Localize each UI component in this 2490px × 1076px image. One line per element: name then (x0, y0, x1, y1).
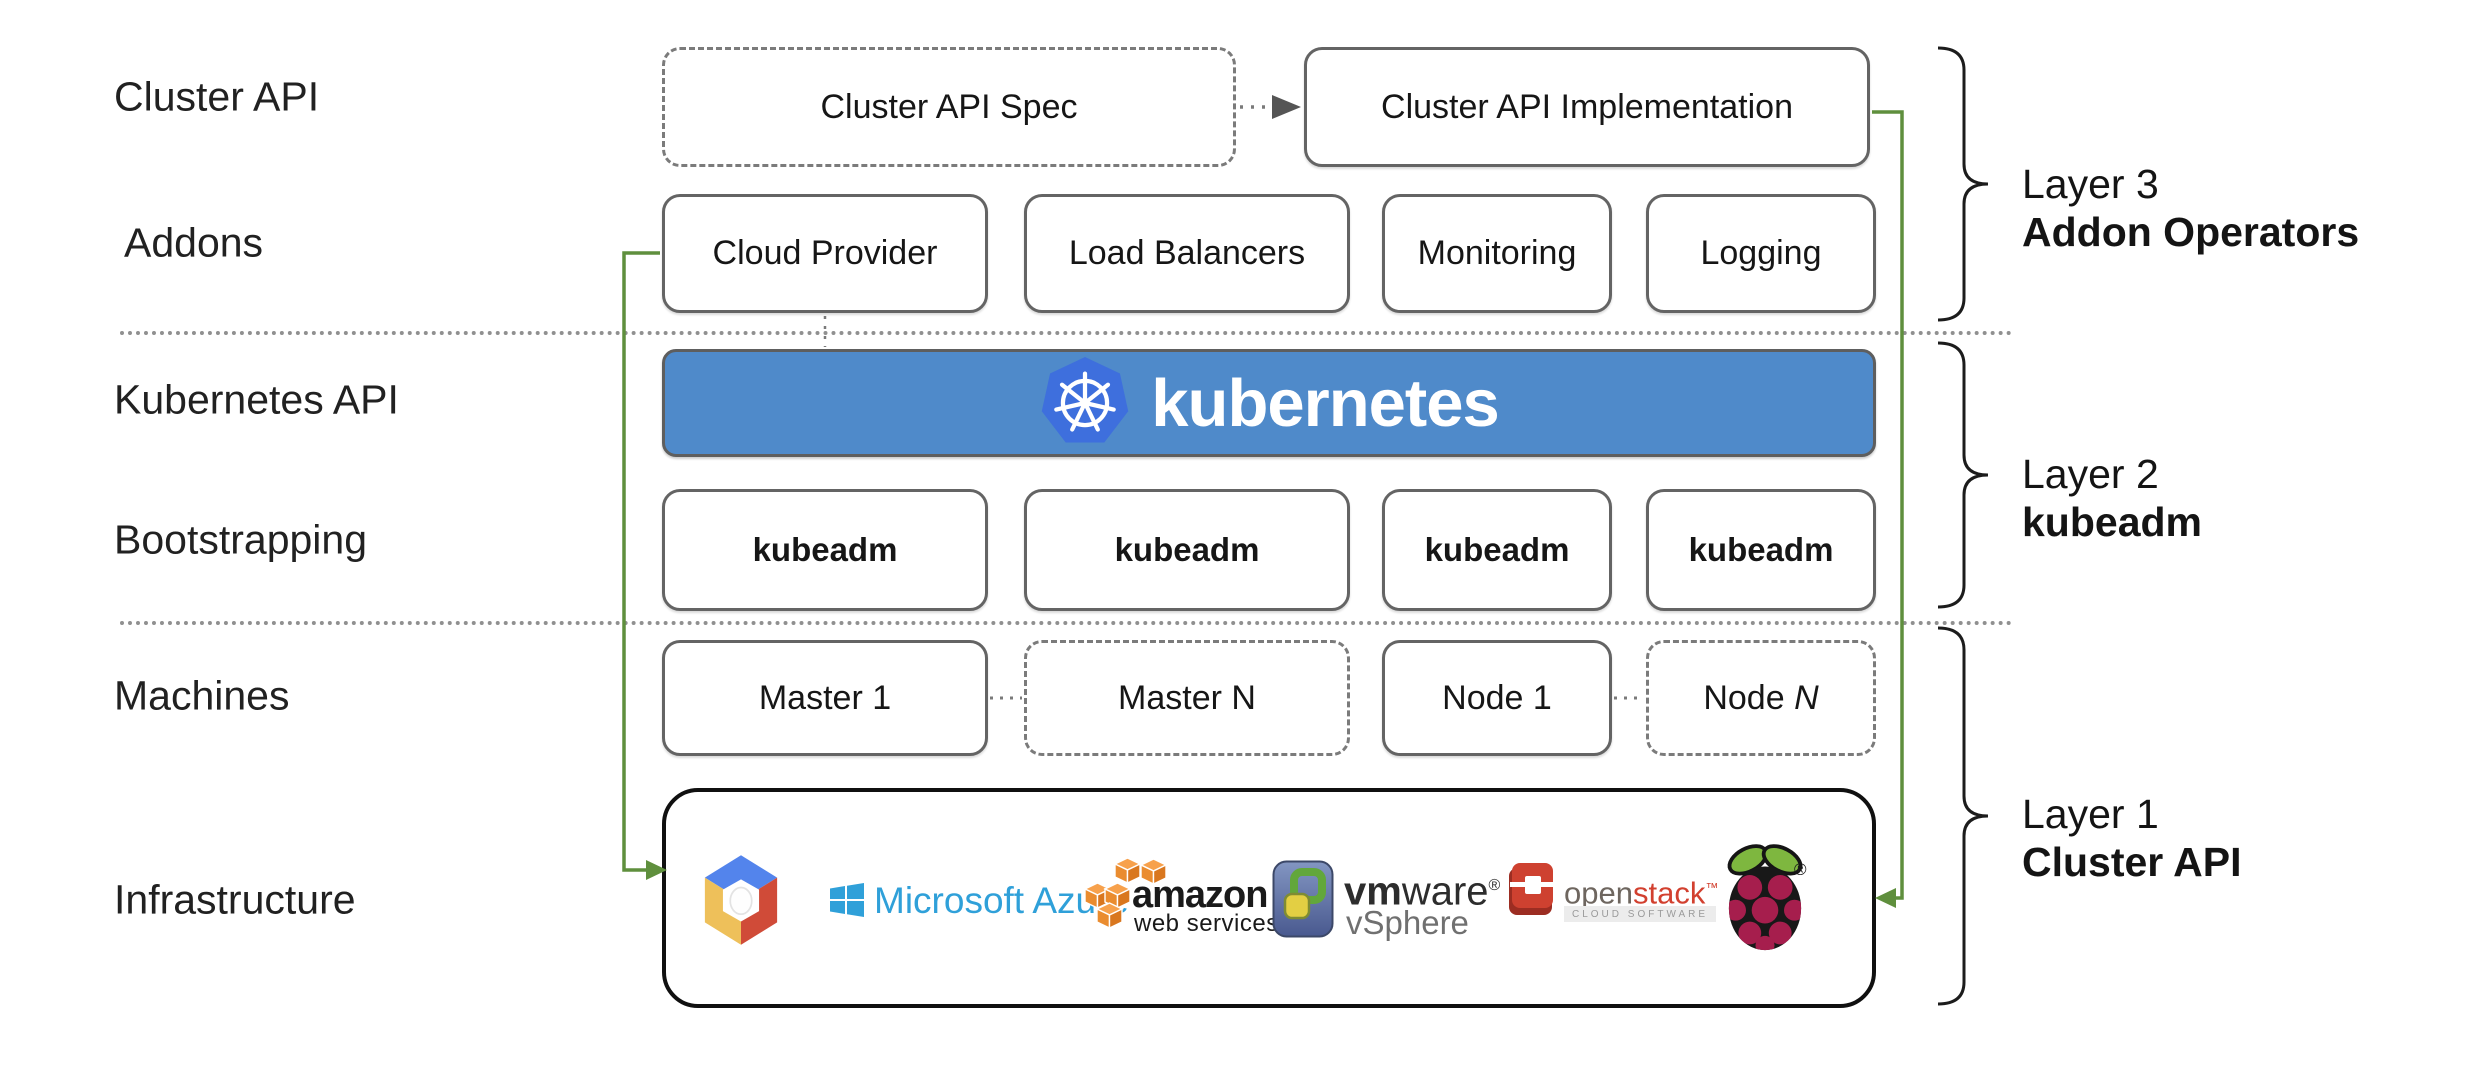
openstack-tagline: CLOUD SOFTWARE (1564, 906, 1717, 922)
brace-layer-2 (1937, 341, 1989, 609)
vmware-vm: vm (1344, 869, 1402, 914)
box-cloud-provider: Cloud Provider (662, 194, 988, 313)
box-cluster-api-implementation: Cluster API Implementation (1304, 47, 1870, 167)
openstack-open: open (1564, 875, 1633, 911)
box-kubeadm-4: kubeadm (1646, 489, 1876, 611)
separator-bootstrapping-machines (120, 621, 2013, 625)
row-label-cluster-api: Cluster API (114, 73, 320, 120)
row-label-addons: Addons (124, 219, 264, 266)
brace-layer-3 (1937, 46, 1989, 322)
row-label-machines: Machines (114, 672, 290, 719)
infrastructure-box (662, 788, 1876, 1008)
vsphere-logo-text: vSphere (1346, 904, 1469, 941)
box-logging: Logging (1646, 194, 1876, 313)
vmware-ware: ware (1401, 869, 1489, 914)
node-n-italic: N (1794, 678, 1819, 717)
box-node-1: Node 1 (1382, 640, 1612, 756)
aws-logo-text-webservices: web services (1134, 910, 1279, 937)
box-master-n: Master N (1024, 640, 1350, 756)
openstack-tm-mark: ™ (1705, 880, 1719, 895)
layer-1-subtitle: Cluster API (2022, 839, 2242, 885)
row-label-bootstrapping: Bootstrapping (114, 516, 368, 563)
layer-3-label: Layer 3 Addon Operators (2022, 160, 2359, 256)
openstack-stack: stack (1632, 875, 1706, 911)
row-label-kubernetes-api: Kubernetes API (114, 376, 399, 423)
layer-2-subtitle: kubeadm (2022, 499, 2202, 545)
vmware-reg-mark: ® (1488, 877, 1501, 894)
layer-3-subtitle: Addon Operators (2022, 209, 2360, 255)
box-node-n: Node N (1646, 640, 1876, 756)
google-cloud-logo-icon (698, 850, 784, 950)
box-kubeadm-1: kubeadm (662, 489, 988, 611)
box-kubeadm-3: kubeadm (1382, 489, 1612, 611)
raspberry-pi-reg-mark: ® (1794, 860, 1807, 879)
vmware-vsphere-logo-icon (1272, 860, 1334, 938)
openstack-logo-text: openstack™ (1564, 872, 1718, 908)
box-load-balancers: Load Balancers (1024, 194, 1350, 313)
box-kubeadm-2: kubeadm (1024, 489, 1350, 611)
green-connector-right (1872, 110, 1904, 908)
separator-addons-kubernetes (120, 331, 2013, 335)
raspberry-pi-logo-icon (1722, 838, 1808, 952)
vmware-logo-text: vmware® (1344, 866, 1500, 911)
row-label-infrastructure: Infrastructure (114, 876, 356, 923)
layer-2-title: Layer 2 (2022, 451, 2159, 497)
box-cluster-api-spec: Cluster API Spec (662, 47, 1236, 167)
kubernetes-wordmark: kubernetes (1151, 365, 1499, 441)
layer-1-title: Layer 1 (2022, 791, 2159, 837)
kubernetes-banner: kubernetes (662, 349, 1876, 457)
layer-3-title: Layer 3 (2022, 161, 2159, 207)
brace-layer-1 (1937, 626, 1989, 1006)
spec-to-impl-arrow (1240, 95, 1301, 119)
kubernetes-logo-icon (1039, 355, 1131, 451)
layer-2-label: Layer 2 kubeadm (2022, 450, 2202, 546)
box-master-1: Master 1 (662, 640, 988, 756)
layer-1-label: Layer 1 Cluster API (2022, 790, 2241, 886)
green-connector-left (622, 251, 667, 880)
node-n-prefix: Node (1703, 678, 1795, 717)
azure-logo-icon (830, 883, 864, 917)
box-monitoring: Monitoring (1382, 194, 1612, 313)
openstack-logo-icon (1506, 858, 1556, 918)
aws-logo-text-amazon: amazon (1132, 874, 1268, 916)
